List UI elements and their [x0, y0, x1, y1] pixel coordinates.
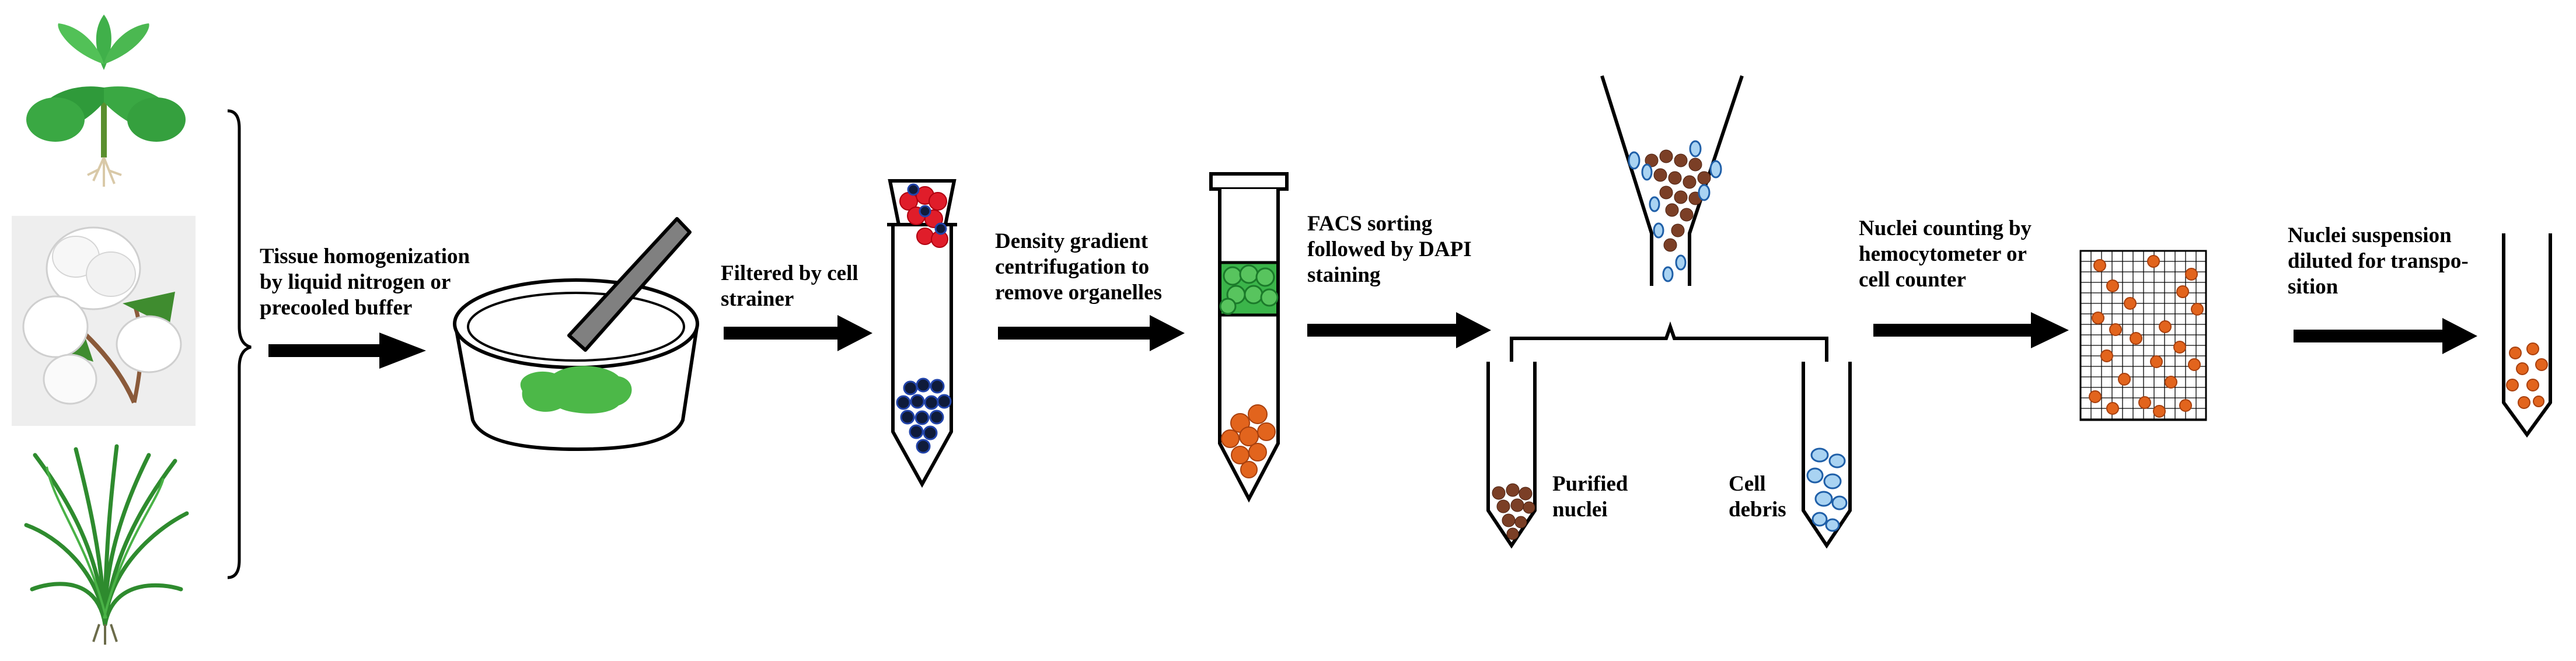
- label-purified-nuclei: Purified nuclei: [1552, 471, 1628, 523]
- step-label-facs: FACS sorting followed by DAPI staining: [1307, 211, 1472, 288]
- rice-plant-icon: [20, 440, 193, 648]
- step-label-homogenization: Tissue homogenization by liquid nitrogen…: [260, 244, 470, 321]
- arrow-6: [2294, 318, 2477, 354]
- label-line: centrifugation to: [995, 255, 1150, 279]
- facs-funnel-icon: [1510, 75, 1828, 362]
- label-line: by liquid nitrogen or: [260, 270, 451, 294]
- label-line: nuclei: [1552, 498, 1608, 522]
- label-line: Tissue homogenization: [260, 244, 470, 268]
- label-line: debris: [1729, 498, 1786, 522]
- arrow-4: [1307, 312, 1491, 348]
- label-line: strainer: [721, 287, 794, 311]
- step-label-filtered: Filtered by cell strainer: [721, 261, 858, 312]
- suspension-tube-icon: [2502, 233, 2552, 438]
- label-line: Filtered by cell: [721, 261, 858, 285]
- label-line: Cell: [1729, 472, 1766, 496]
- label-line: sition: [2288, 275, 2338, 299]
- label-line: Density gradient: [995, 229, 1149, 253]
- grouping-brace: [227, 109, 252, 579]
- arrow-1: [268, 333, 426, 369]
- label-line: diluted for transpo-: [2288, 249, 2469, 273]
- cell-debris-tube-icon: [1802, 362, 1852, 549]
- cell-strainer-tube-icon: [887, 179, 957, 488]
- label-line: precooled buffer: [260, 296, 413, 320]
- label-line: followed by DAPI: [1307, 237, 1472, 261]
- label-line: staining: [1307, 263, 1381, 287]
- step-label-counting: Nuclei counting by hemocytometer or cell…: [1859, 216, 2032, 293]
- label-line: Nuclei suspension: [2288, 223, 2452, 247]
- label-line: cell counter: [1859, 268, 1966, 292]
- label-line: Nuclei counting by: [1859, 216, 2032, 240]
- label-line: hemocytometer or: [1859, 242, 2027, 266]
- step-label-suspension: Nuclei suspension diluted for transpo- s…: [2288, 223, 2469, 300]
- label-cell-debris: Cell debris: [1729, 471, 1786, 523]
- label-line: Purified: [1552, 472, 1628, 496]
- step-label-density: Density gradient centrifugation to remov…: [995, 229, 1162, 306]
- arrow-3: [998, 315, 1185, 351]
- arrow-5: [1873, 312, 2069, 348]
- label-line: remove organelles: [995, 281, 1162, 305]
- hemocytometer-grid-icon: [2079, 250, 2207, 421]
- cotton-boll-icon: [12, 216, 196, 426]
- centrifuge-tube-icon: [1209, 172, 1289, 503]
- arrow-2: [724, 315, 872, 351]
- cotton-seedling-icon: [23, 12, 198, 187]
- label-line: FACS sorting: [1307, 212, 1433, 236]
- mortar-pestle-icon: [453, 217, 699, 452]
- purified-nuclei-tube-icon: [1486, 362, 1537, 549]
